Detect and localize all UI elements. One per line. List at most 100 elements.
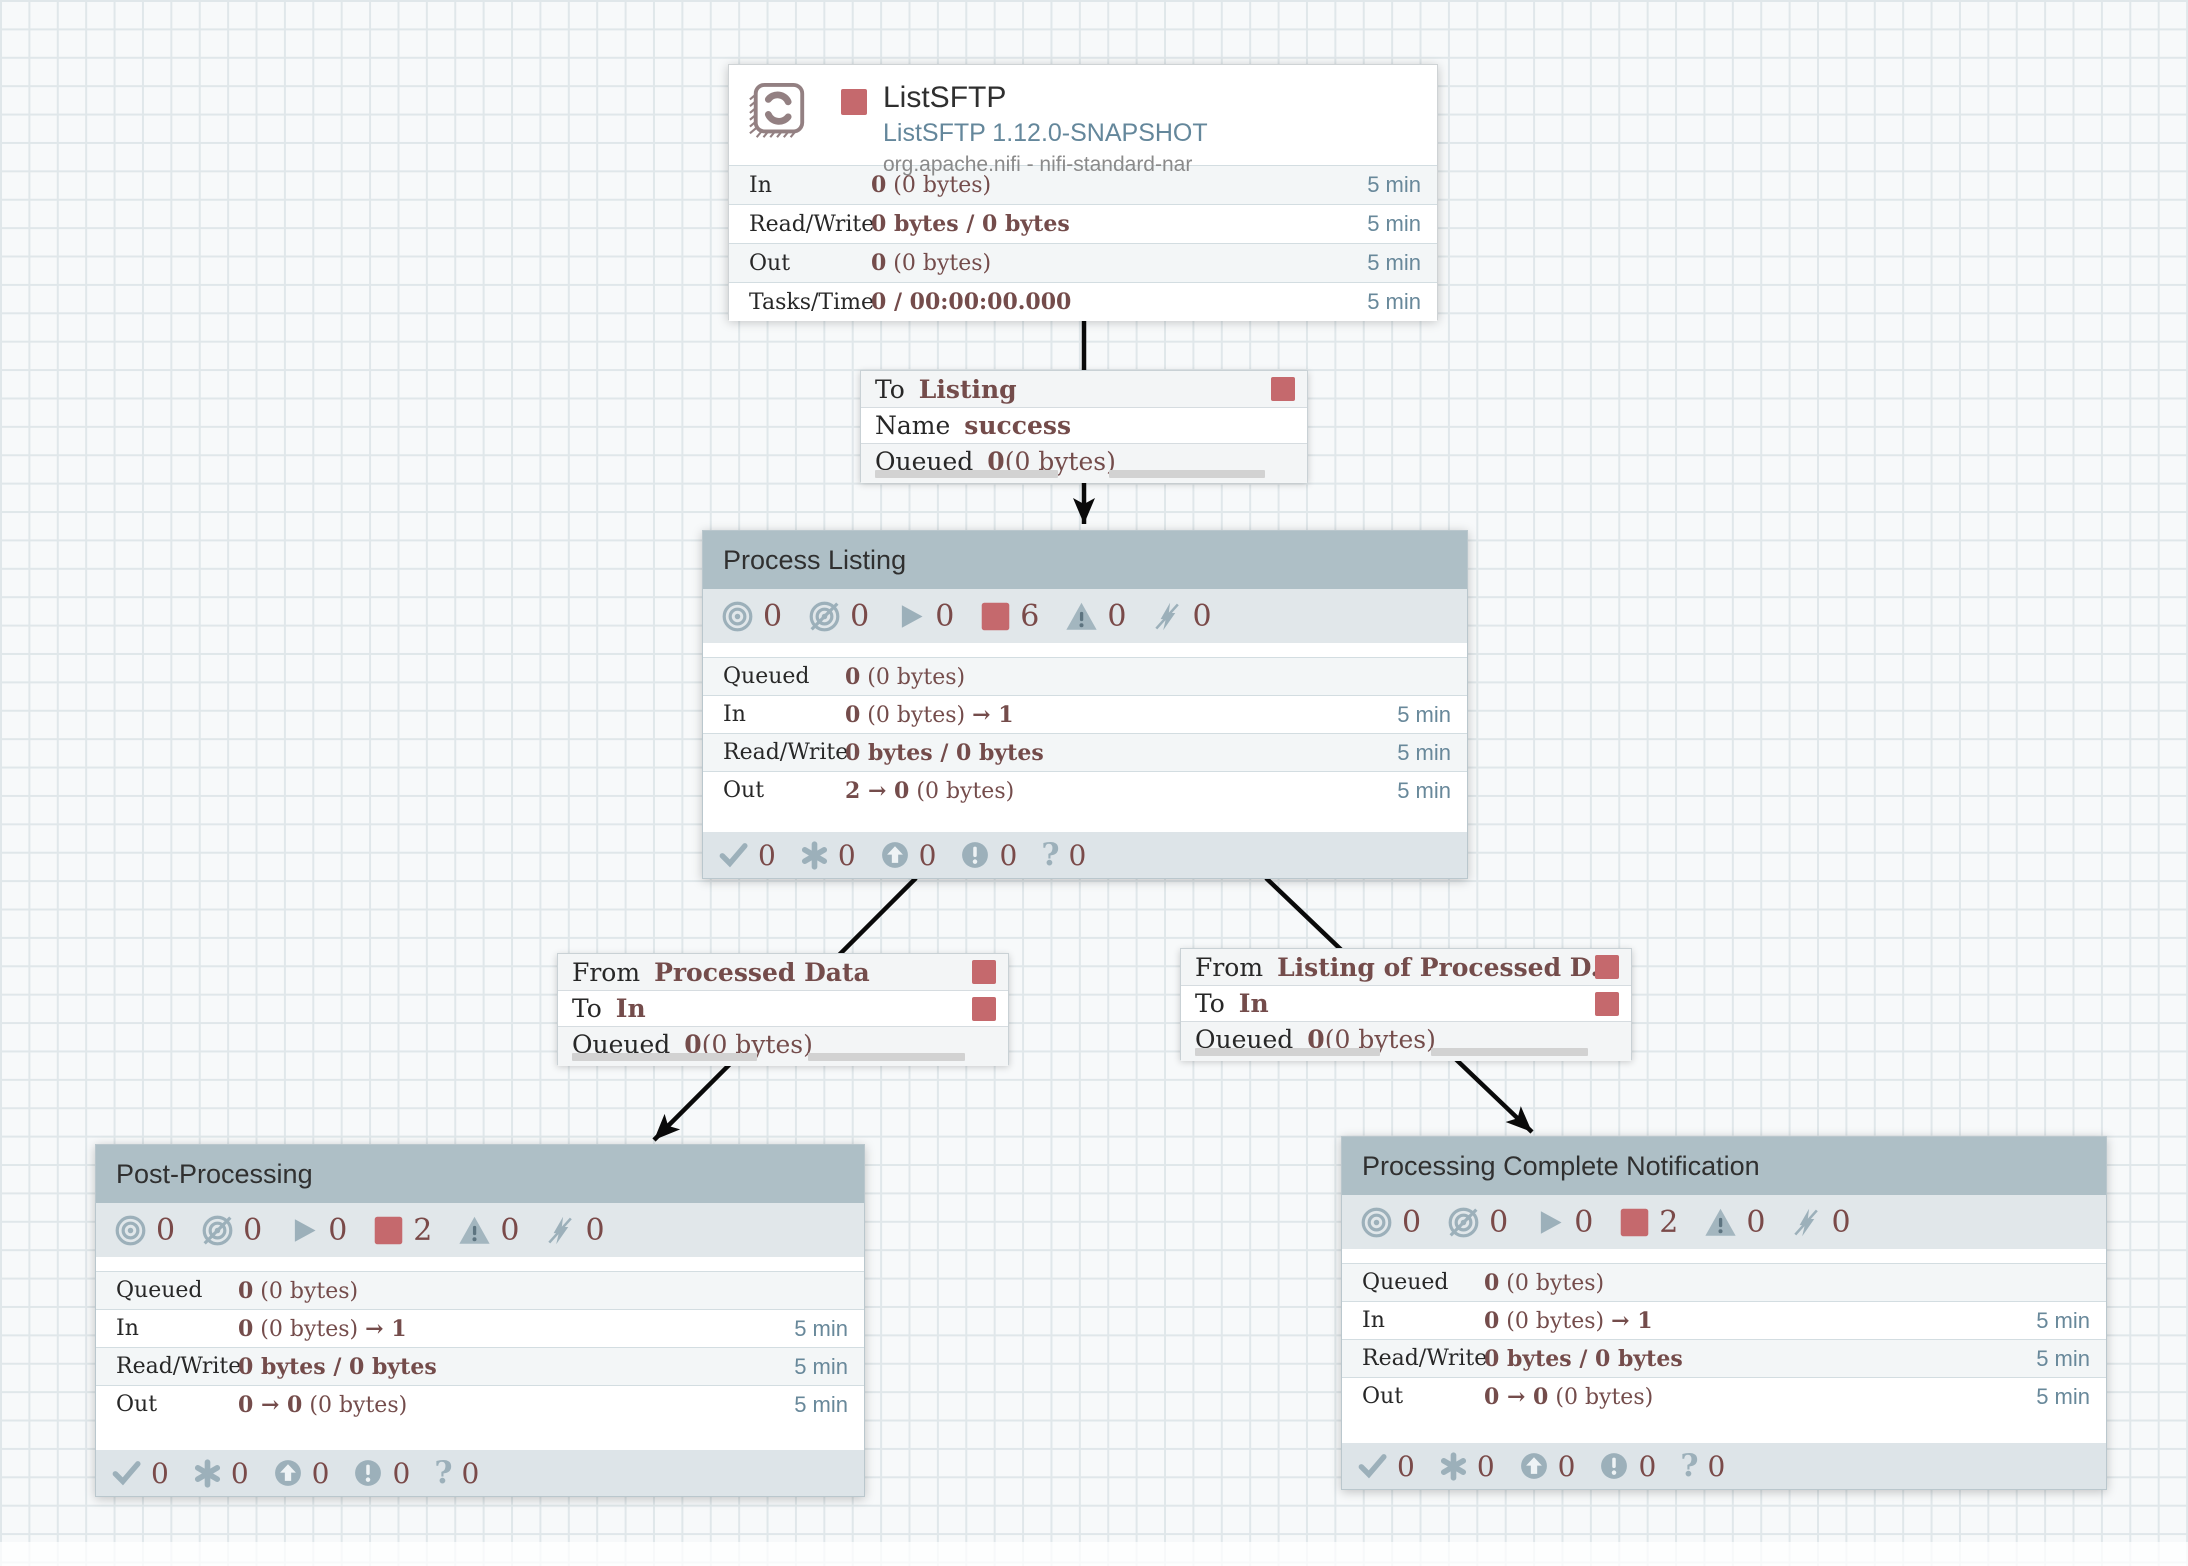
queued-value: 0 bbox=[684, 1030, 702, 1059]
not-transmitting-icon bbox=[808, 600, 841, 633]
stat-row: Out 0 → 0 (0 bytes) 5 min bbox=[1342, 1377, 2106, 1415]
processor-name: ListSFTP bbox=[883, 81, 1007, 114]
running-status: 0 bbox=[895, 599, 954, 634]
stale-icon bbox=[273, 1458, 303, 1488]
stat-window: 5 min bbox=[1367, 211, 1421, 236]
stat-label: In bbox=[749, 172, 772, 198]
disabled-count: 0 bbox=[585, 1212, 605, 1248]
locally-modified-and-stale-count: 0 bbox=[999, 838, 1018, 872]
connection-row-label: To bbox=[572, 994, 602, 1023]
invalid-icon bbox=[1704, 1206, 1737, 1239]
stat-value: 0 (0 bytes) bbox=[871, 172, 992, 198]
stat-value: 0 (0 bytes) bbox=[845, 663, 966, 690]
connection-endpoint-icon bbox=[972, 996, 996, 1021]
processor-listsftp[interactable]: ListSFTP ListSFTP 1.12.0-SNAPSHOT org.ap… bbox=[728, 64, 1438, 321]
processor-bundle: org.apache.nifi - nifi-standard-nar bbox=[883, 153, 1193, 176]
not-transmitting-status: 0 bbox=[808, 599, 869, 634]
stale-icon bbox=[1519, 1451, 1549, 1481]
stat-window: 5 min bbox=[1397, 701, 1451, 727]
process-group-title: Process Listing bbox=[723, 544, 907, 575]
transmitting-status: 0 bbox=[1360, 1205, 1421, 1240]
connection-row-label: Name bbox=[875, 411, 951, 440]
disabled-count: 0 bbox=[1831, 1204, 1851, 1240]
connection-endpoint-icon bbox=[972, 960, 996, 984]
disabled-status: 0 bbox=[1791, 1204, 1851, 1240]
transmitting-icon bbox=[721, 600, 754, 633]
stat-value: 2 → 0 (0 bytes) bbox=[845, 777, 1015, 804]
connection-row-label: To bbox=[1195, 989, 1225, 1018]
stale-count: 0 bbox=[311, 1456, 330, 1490]
stat-value: 0 bytes / 0 bytes bbox=[845, 739, 1044, 766]
process-group-title-bar: Process Listing bbox=[703, 531, 1467, 589]
up-to-date-status: 0 bbox=[1358, 1450, 1415, 1483]
not-transmitting-count: 0 bbox=[1489, 1204, 1509, 1240]
stat-value: 0 → 0 (0 bytes) bbox=[1484, 1383, 1654, 1410]
up-to-date-status: 0 bbox=[719, 839, 776, 872]
transmitting-count: 0 bbox=[1402, 1204, 1422, 1240]
up-to-date-count: 0 bbox=[758, 838, 776, 872]
stat-window: 5 min bbox=[794, 1391, 848, 1417]
stat-label: In bbox=[116, 1316, 139, 1341]
up-to-date-icon bbox=[719, 840, 749, 870]
stat-label: Read/Write bbox=[749, 211, 875, 237]
queued-value: 0 bbox=[987, 447, 1005, 476]
spacer bbox=[96, 1257, 864, 1271]
running-icon bbox=[288, 1215, 319, 1246]
sync-failure-icon: ? bbox=[1041, 836, 1060, 873]
locally-modified-stale-icon bbox=[960, 840, 990, 870]
stat-window: 5 min bbox=[1367, 289, 1421, 314]
stat-label: In bbox=[1362, 1308, 1385, 1333]
stopped-count: 2 bbox=[413, 1212, 433, 1248]
queued-count-bar bbox=[572, 1053, 757, 1061]
invalid-count: 0 bbox=[500, 1212, 520, 1248]
stat-window: 5 min bbox=[1367, 172, 1421, 197]
stat-window: 5 min bbox=[2036, 1383, 2090, 1409]
queued-value: 0 bbox=[1307, 1025, 1325, 1054]
stat-value: 0 → 0 (0 bytes) bbox=[238, 1391, 408, 1418]
stat-value: 0 (0 bytes) bbox=[238, 1277, 359, 1304]
connection-endpoint-icon bbox=[1271, 377, 1295, 401]
queued-size-bar bbox=[1108, 470, 1265, 478]
stopped-count: 2 bbox=[1659, 1204, 1679, 1240]
invalid-icon bbox=[458, 1214, 491, 1247]
stat-label: Read/Write bbox=[116, 1354, 242, 1379]
locally-modified-and-stale-count: 0 bbox=[392, 1456, 411, 1490]
locally-modified-status: 0 bbox=[193, 1457, 249, 1490]
connection-row-label: From bbox=[1195, 952, 1264, 982]
sync-failure-status: ?0 bbox=[1041, 839, 1086, 872]
stat-value: 0 (0 bytes) bbox=[871, 250, 992, 276]
stat-label: Out bbox=[1362, 1384, 1404, 1409]
stat-window: 5 min bbox=[1367, 250, 1421, 275]
stale-status: 0 bbox=[880, 839, 936, 872]
transmitting-status: 0 bbox=[114, 1213, 175, 1248]
sync-failure-icon: ? bbox=[1680, 1447, 1699, 1484]
disabled-count: 0 bbox=[1192, 598, 1212, 634]
not-transmitting-status: 0 bbox=[201, 1213, 262, 1248]
stat-window: 5 min bbox=[794, 1315, 848, 1341]
locally-modified-and-stale-status: 0 bbox=[960, 839, 1017, 872]
invalid-count: 0 bbox=[1107, 598, 1127, 634]
stat-label: Read/Write bbox=[723, 740, 849, 765]
disabled-icon bbox=[1791, 1207, 1822, 1238]
stat-value: 0 bytes / 0 bytes bbox=[238, 1353, 437, 1380]
queued-size-bar bbox=[1430, 1048, 1589, 1056]
stat-label: Read/Write bbox=[1362, 1346, 1488, 1371]
